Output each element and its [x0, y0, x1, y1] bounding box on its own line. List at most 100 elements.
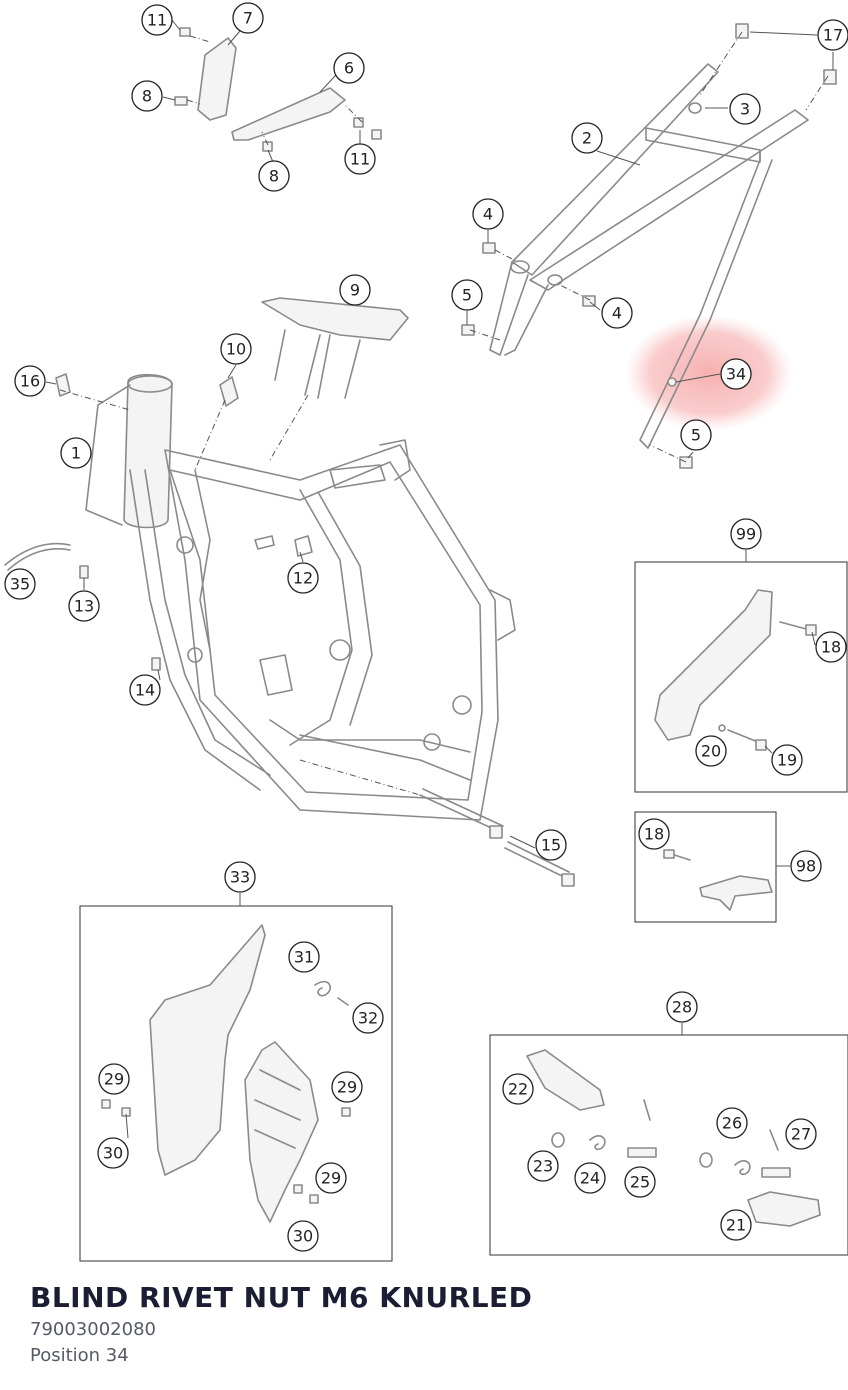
callout[interactable]: 2	[571, 122, 603, 154]
callout[interactable]: 9	[339, 274, 371, 306]
callout[interactable]: 98	[790, 850, 822, 882]
svg-text:3: 3	[740, 100, 750, 119]
callout-position-34[interactable]: 34	[720, 358, 752, 390]
callout[interactable]: 6	[333, 52, 365, 84]
svg-text:23: 23	[533, 1157, 553, 1176]
svg-text:98: 98	[796, 857, 816, 876]
callout[interactable]: 17	[817, 19, 848, 51]
svg-text:17: 17	[823, 26, 843, 45]
chain-slider-group-99	[654, 589, 817, 751]
svg-text:11: 11	[350, 150, 370, 169]
group-box-98	[634, 811, 777, 923]
svg-text:4: 4	[483, 205, 493, 224]
misc-hardware-group	[4, 373, 575, 887]
svg-text:5: 5	[462, 286, 472, 305]
svg-text:24: 24	[580, 1169, 600, 1188]
svg-text:31: 31	[294, 948, 314, 967]
svg-text:30: 30	[293, 1227, 313, 1246]
svg-text:29: 29	[321, 1169, 341, 1188]
callout[interactable]: 21	[720, 1209, 752, 1241]
svg-text:27: 27	[791, 1125, 811, 1144]
group-box-33	[79, 905, 393, 1262]
frame-protector-group-33	[101, 924, 351, 1223]
highlight-position-34	[625, 315, 793, 431]
callout[interactable]: 5	[680, 419, 712, 451]
callout[interactable]: 31	[288, 941, 320, 973]
callout[interactable]: 4	[472, 198, 504, 230]
callout[interactable]: 22	[502, 1073, 534, 1105]
svg-text:28: 28	[672, 998, 692, 1017]
callout[interactable]: 33	[224, 861, 256, 893]
callout[interactable]: 27	[785, 1118, 817, 1150]
svg-text:35: 35	[10, 575, 30, 594]
group-box-99	[634, 561, 848, 793]
callout[interactable]: 19	[771, 744, 803, 776]
mount-plate-part-9	[261, 297, 409, 399]
chain-guide-group-98	[663, 849, 773, 911]
callout[interactable]: 13	[68, 590, 100, 622]
callout[interactable]: 35	[4, 568, 36, 600]
callout[interactable]: 29	[315, 1162, 347, 1194]
hardware-top-group	[174, 23, 837, 469]
main-frame-part	[85, 373, 516, 821]
svg-text:21: 21	[726, 1216, 746, 1235]
callout[interactable]: 7	[232, 2, 264, 34]
callout[interactable]: 14	[129, 674, 161, 706]
group-box-28	[489, 1034, 848, 1256]
svg-text:32: 32	[358, 1009, 378, 1028]
svg-text:8: 8	[269, 167, 279, 186]
part-info-panel: BLIND RIVET NUT M6 KNURLED 79003002080 P…	[0, 1265, 848, 1390]
callout[interactable]: 29	[98, 1063, 130, 1095]
svg-text:12: 12	[293, 569, 313, 588]
callout[interactable]: 12	[287, 562, 319, 594]
svg-text:4: 4	[612, 304, 622, 323]
callout[interactable]: 11	[141, 4, 173, 36]
callout[interactable]: 16	[14, 365, 46, 397]
callout[interactable]: 5	[451, 279, 483, 311]
callout[interactable]: 3	[729, 93, 761, 125]
svg-text:29: 29	[104, 1070, 124, 1089]
svg-text:14: 14	[135, 681, 155, 700]
guide-lines	[59, 31, 829, 796]
callout[interactable]: 32	[352, 1002, 384, 1034]
exploded-parts-diagram: 11 7 8 6 11 8 17 3 2 4 5 4 9 10 16 1 34 …	[4, 2, 848, 1262]
callout[interactable]: 99	[730, 518, 762, 550]
callout[interactable]: 10	[220, 333, 252, 365]
callout[interactable]: 29	[331, 1071, 363, 1103]
svg-text:18: 18	[821, 638, 841, 657]
callout[interactable]: 4	[601, 297, 633, 329]
callout[interactable]: 30	[287, 1220, 319, 1252]
svg-text:34: 34	[726, 365, 746, 384]
svg-text:13: 13	[74, 597, 94, 616]
svg-text:2: 2	[582, 129, 592, 148]
callout[interactable]: 23	[527, 1150, 559, 1182]
subframe-part	[489, 63, 809, 449]
callout[interactable]: 28	[666, 991, 698, 1023]
svg-text:5: 5	[691, 426, 701, 445]
svg-text:22: 22	[508, 1080, 528, 1099]
svg-text:15: 15	[541, 836, 561, 855]
callout[interactable]: 20	[695, 735, 727, 767]
part-number: 79003002080	[30, 1319, 156, 1340]
svg-text:8: 8	[142, 87, 152, 106]
svg-text:20: 20	[701, 742, 721, 761]
callout[interactable]: 26	[716, 1107, 748, 1139]
callout[interactable]: 8	[131, 80, 163, 112]
svg-text:33: 33	[230, 868, 250, 887]
callout[interactable]: 25	[624, 1166, 656, 1198]
callout[interactable]: 1	[60, 437, 92, 469]
leader-lines	[45, 19, 834, 1139]
svg-text:11: 11	[147, 11, 167, 30]
callout[interactable]: 30	[97, 1137, 129, 1169]
callout[interactable]: 24	[574, 1162, 606, 1194]
svg-text:9: 9	[350, 281, 360, 300]
svg-text:6: 6	[344, 59, 354, 78]
callout[interactable]: 11	[344, 143, 376, 175]
callout[interactable]: 18	[638, 818, 670, 850]
callout[interactable]: 8	[258, 160, 290, 192]
callout[interactable]: 18	[815, 631, 847, 663]
part-name: BLIND RIVET NUT M6 KNURLED	[30, 1281, 533, 1314]
svg-text:99: 99	[736, 525, 756, 544]
callout[interactable]: 15	[535, 829, 567, 861]
svg-text:16: 16	[20, 372, 40, 391]
